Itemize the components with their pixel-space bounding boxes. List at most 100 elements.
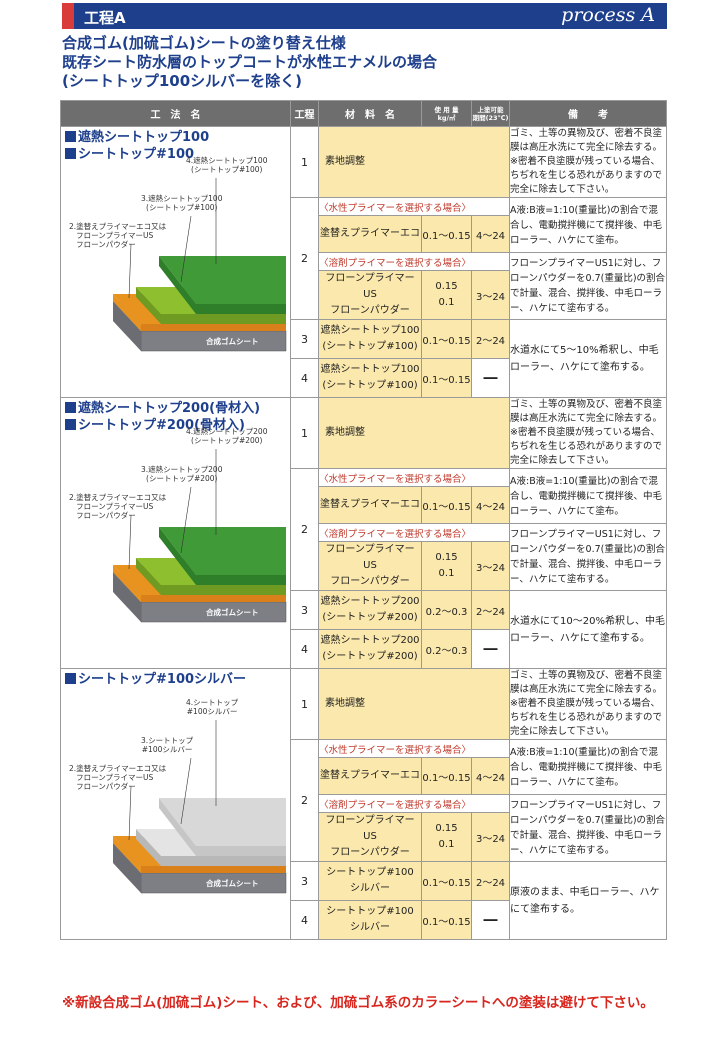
coat3-layer-side (136, 829, 161, 866)
interval-value: ― (483, 370, 498, 386)
primer-layer-front (141, 324, 286, 331)
table-row: シートトップ#100シルバー 4.シートトップ#100シルバー 3.シートトップ… (60, 668, 667, 940)
layer-3-label-line2: (シートトップ#100) (146, 203, 218, 212)
step-number: 3 (290, 590, 319, 630)
interval-value: 2〜24 (475, 877, 506, 889)
interval-value: 4〜24 (475, 501, 506, 513)
material-name: 塗替えプライマーエコ (320, 499, 420, 510)
primer-option-label: 〈水性プライマーを選択する場合〉 (318, 739, 510, 758)
layer-3-label-line1: 3.シートトップ (141, 736, 194, 745)
layer-4-label-line1: 4.シートトップ (186, 698, 239, 707)
layer-2-label-line3: フローンパウダー (76, 511, 136, 520)
step-number: 4 (290, 358, 319, 398)
solvent-primer-label: 〈溶剤プライマーを選択する場合〉 (319, 257, 472, 269)
primer-layer-side (113, 565, 141, 602)
step-no: 4 (301, 913, 308, 927)
amount-value: 0.1〜0.15 (422, 772, 471, 784)
coat4-layer-side (159, 256, 196, 314)
base-sheet-side (113, 572, 141, 622)
water-primer-label: 〈水性プライマーを選択する場合〉 (319, 473, 472, 485)
interval-cell: 3〜24 (471, 270, 510, 320)
layer-2-label-line1: 2.塗替えプライマーエコ又は (69, 764, 167, 773)
method-title: 遮熱シートトップ200(骨材入) シートトップ#200(骨材入) (65, 400, 260, 434)
step-no: 4 (301, 371, 308, 385)
interval-value: ― (483, 912, 498, 928)
interval-cell: 2〜24 (471, 319, 510, 359)
primer-layer-side (113, 294, 141, 331)
amount-value: 0.1〜0.15 (422, 501, 471, 513)
material-cell: 遮熱シートトップ200(シートトップ#200) (318, 629, 422, 669)
layer-2-label: 2.塗替えプライマーエコ又は フローンプライマーUS フローンパウダー (69, 764, 166, 791)
amount-value: 0.1〜0.15 (422, 916, 471, 928)
amount-value: 0.1〜0.15 (422, 230, 471, 242)
base-sheet-label: 合成ゴムシート (206, 337, 259, 346)
note-cell: 原液のまま、中毛ローラー、ハケにて塗布する。 (509, 861, 667, 940)
method-title: 遮熱シートトップ100 シートトップ#100 (65, 129, 209, 163)
material-name: フローンプライマーUS (325, 273, 415, 300)
col-interval-l1: 上塗可能 (477, 105, 504, 114)
material-name: 素地調整 (325, 427, 365, 438)
primer-layer-front (141, 866, 286, 873)
solvent-primer-label: 〈溶剤プライマーを選択する場合〉 (319, 799, 472, 811)
note-text: ゴミ、土等の異物及び、密着不良塗膜は高圧水洗にて完全に除去する。※密着不良塗膜が… (510, 670, 663, 737)
material-cell: 素地調整 (318, 397, 510, 469)
layer-3-label-line1: 3.遮熱シートトップ100 (141, 194, 223, 203)
base-sheet-label-text: 合成ゴムシート (206, 608, 259, 617)
amount-value: 0.1〜0.15 (422, 335, 471, 347)
note-text: 水道水にて5〜10%希釈し、中毛ローラー、ハケにて塗布する。 (510, 344, 659, 373)
layer-3-label-line1: 3.遮熱シートトップ200 (141, 465, 223, 474)
material-name: シートトップ#100 (326, 867, 414, 878)
material-name: シートトップ#100 (326, 906, 414, 917)
step-number: 3 (290, 861, 319, 901)
method-cell-2: 遮熱シートトップ200(骨材入) シートトップ#200(骨材入) 4.遮熱シート… (60, 397, 291, 669)
amount-value: 0.1 (438, 297, 455, 308)
note-cell: ゴミ、土等の異物及び、密着不良塗膜は高圧水洗にて完全に除去する。※密着不良塗膜が… (509, 126, 667, 198)
col-material: 材 料 名 (318, 100, 422, 127)
material-name: (シートトップ#200) (322, 612, 418, 623)
water-primer-label: 〈水性プライマーを選択する場合〉 (319, 744, 472, 756)
coat4-layer-front (196, 304, 286, 314)
material-name: (シートトップ#100) (322, 380, 418, 391)
interval-value: 3〜24 (475, 562, 506, 574)
amount-value: 0.2〜0.3 (425, 645, 468, 657)
amount-value: 0.2〜0.3 (425, 606, 468, 618)
note-text: フローンプライマーUS1に対し、フローンパウダーを0.7(重量比)の割合で計量、… (510, 529, 666, 585)
table-row: 遮熱シートトップ100 シートトップ#100 4.遮熱シートトップ100(シート… (60, 126, 667, 398)
material-name: フローンパウダー (330, 576, 410, 587)
layer-2-label: 2.塗替えプライマーエコ又は フローンプライマーUS フローンパウダー (69, 222, 166, 249)
step-number: 1 (290, 126, 319, 198)
note-text: 原液のまま、中毛ローラー、ハケにて塗布する。 (510, 886, 660, 915)
method-name-1-text: シートトップ#100シルバー (78, 672, 247, 687)
interval-cell: 4〜24 (471, 215, 510, 253)
amount-cell: 0.1〜0.15 (421, 215, 472, 253)
layer-2-label-line1: 2.塗替えプライマーエコ又は (69, 222, 167, 231)
note-cell: A液:B液=1:10(重量比)の割合で混合し、電動撹拌機にて撹拌後、中毛ローラー… (509, 197, 667, 253)
square-icon (65, 402, 76, 413)
col-notes: 備 考 (509, 100, 667, 127)
base-sheet-label-text: 合成ゴムシート (206, 337, 259, 346)
step-number: 1 (290, 668, 319, 740)
note-cell: フローンプライマーUS1に対し、フローンパウダーを0.7(重量比)の割合で計量、… (509, 794, 667, 862)
layer-2-label-line2: フローンプライマーUS (76, 773, 154, 782)
water-primer-label: 〈水性プライマーを選択する場合〉 (319, 202, 472, 214)
coat4-layer-side (159, 527, 196, 585)
method-name-1-text: 遮熱シートトップ100 (78, 130, 210, 145)
material-cell: 遮熱シートトップ100 (シートトップ#100) (318, 358, 422, 398)
amount-value: 0.1 (438, 568, 455, 579)
col-interval-l2: 期間(23℃) (472, 113, 509, 122)
step-number: 4 (290, 900, 319, 940)
material-name: (シートトップ#200) (322, 651, 418, 662)
process-label: process A (561, 4, 655, 26)
step-no: 3 (301, 603, 308, 617)
layer-diagram (113, 720, 287, 894)
material-name: 遮熱シートトップ100 (320, 364, 420, 375)
coat3-layer-front (161, 314, 286, 324)
layer-diagram (113, 449, 287, 623)
step-no: 2 (301, 523, 308, 536)
col-amount-l1: 使 用 量 (434, 105, 459, 114)
